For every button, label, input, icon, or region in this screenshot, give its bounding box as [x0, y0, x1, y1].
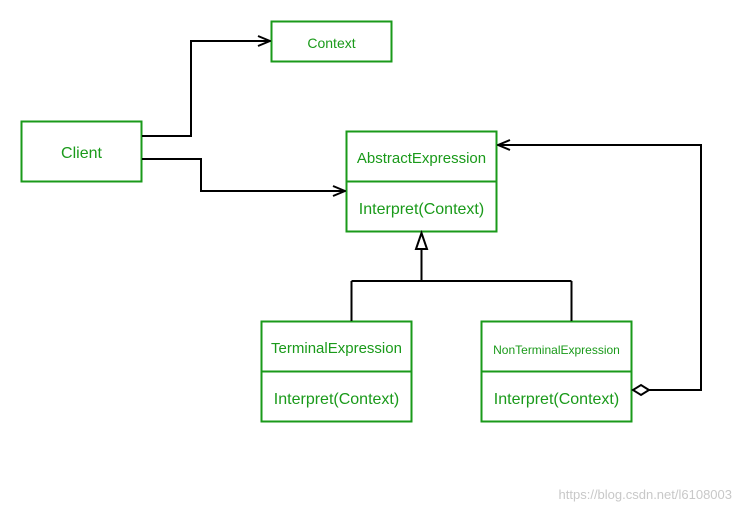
nonterminal-expression-method: Interpret(Context): [494, 391, 619, 408]
client-class-name: Client: [61, 145, 102, 162]
client-to-abstract-expression-arrow: [142, 158, 345, 191]
abstract-expression-method: Interpret(Context): [359, 201, 484, 218]
inheritance-triangle-icon: [414, 229, 429, 250]
nonterminal-to-abstract-expression-aggregation: [498, 145, 702, 391]
client-class-box: Client: [20, 120, 143, 183]
abstract-expression-class-box: AbstractExpression Interpret(Context): [345, 130, 498, 233]
terminal-expression-class-box: TerminalExpression Interpret(Context): [260, 320, 413, 423]
generalization-connector: [350, 229, 573, 321]
abstract-expression-class-name: AbstractExpression: [357, 150, 486, 167]
nonterminal-expression-class-name: NonTerminalExpression: [493, 343, 620, 357]
aggregation-diamond-icon: [631, 383, 651, 397]
nonterminal-expression-class-box: NonTerminalExpression Interpret(Context): [480, 320, 633, 423]
client-to-context-arrow: [142, 41, 270, 137]
watermark-text: https://blog.csdn.net/l6108003: [558, 487, 732, 502]
context-class-box: Context: [270, 20, 393, 63]
terminal-expression-method: Interpret(Context): [274, 391, 399, 408]
terminal-expression-class-name: TerminalExpression: [271, 340, 402, 357]
context-class-name: Context: [307, 35, 355, 51]
